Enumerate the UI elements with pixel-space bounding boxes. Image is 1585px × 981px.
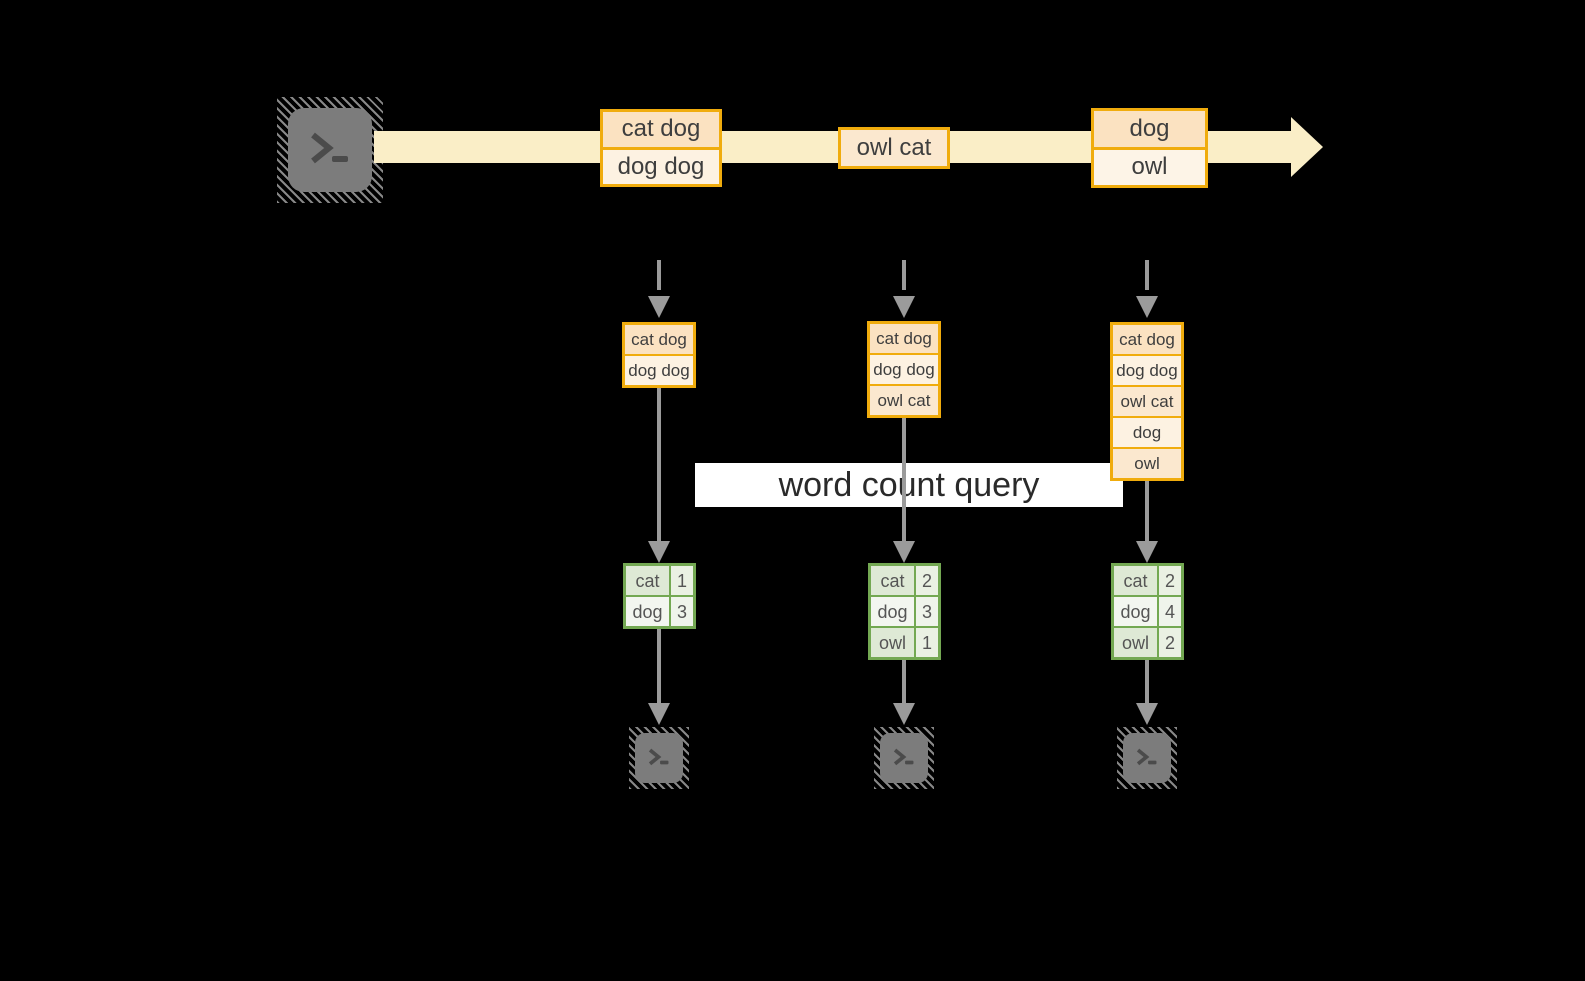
count-value-cell: 3: [671, 597, 693, 626]
count-value-cell: 1: [916, 628, 938, 657]
stream-batch-1: cat dog dog dog: [600, 109, 722, 187]
buffer-line: dog: [1113, 418, 1181, 447]
buffer-line: dog dog: [625, 356, 693, 385]
dashed-arrow-segment: [1145, 260, 1149, 290]
count-table-2: cat 2 dog 3 owl 1: [868, 563, 941, 660]
flow-arrowhead-icon: [1136, 703, 1158, 725]
count-word-cell: cat: [1114, 566, 1157, 595]
terminal-prompt-icon: [893, 748, 914, 766]
terminal-icon-body: [288, 108, 372, 192]
dashed-arrowhead-icon: [648, 296, 670, 318]
count-value-cell: 2: [1159, 628, 1181, 657]
stream-batch-line: owl: [1094, 149, 1205, 185]
stream-timeline-arrowhead: [1291, 117, 1323, 177]
flow-arrowhead-icon: [648, 703, 670, 725]
flow-line: [902, 660, 906, 703]
count-word-cell: dog: [1114, 597, 1157, 626]
terminal-prompt-icon: [311, 132, 348, 164]
dashed-arrowhead-icon: [893, 296, 915, 318]
terminal-prompt-icon: [648, 748, 669, 766]
stream-batch-3: dog owl: [1091, 108, 1208, 188]
terminal-icon-body: [1123, 733, 1171, 783]
terminal-prompt-icon: [1136, 748, 1157, 766]
stream-batch-line: dog: [1094, 111, 1205, 147]
stream-batch-line: cat dog: [603, 112, 719, 147]
count-value-cell: 4: [1159, 597, 1181, 626]
stream-batch-line: owl cat: [841, 130, 947, 166]
flow-arrowhead-icon: [893, 541, 915, 563]
buffer-line: cat dog: [870, 324, 938, 353]
dashed-arrow-segment: [657, 260, 661, 290]
count-word-cell: cat: [871, 566, 914, 595]
flow-arrowhead-icon: [1136, 541, 1158, 563]
input-buffer-2: cat dog dog dog owl cat: [867, 321, 941, 418]
count-value-cell: 2: [1159, 566, 1181, 595]
count-word-cell: dog: [626, 597, 669, 626]
buffer-line: owl cat: [1113, 387, 1181, 416]
terminal-sink-icon: [874, 727, 934, 789]
flow-arrowhead-icon: [648, 541, 670, 563]
count-word-cell: owl: [1114, 628, 1157, 657]
flow-arrowhead-icon: [893, 703, 915, 725]
flow-line: [1145, 479, 1149, 541]
query-label: word count query: [695, 463, 1123, 507]
count-table-3: cat 2 dog 4 owl 2: [1111, 563, 1184, 660]
buffer-line: owl: [1113, 449, 1181, 478]
flow-line: [657, 386, 661, 541]
flow-line: [1145, 660, 1149, 703]
terminal-icon-body: [880, 733, 928, 783]
count-word-cell: owl: [871, 628, 914, 657]
buffer-line: cat dog: [625, 325, 693, 354]
stream-batch-2: owl cat: [838, 127, 950, 169]
count-value-cell: 1: [671, 566, 693, 595]
count-word-cell: dog: [871, 597, 914, 626]
terminal-sink-icon: [1117, 727, 1177, 789]
count-table-1: cat 1 dog 3: [623, 563, 696, 629]
flow-line: [657, 629, 661, 703]
dashed-arrowhead-icon: [1136, 296, 1158, 318]
terminal-sink-icon: [629, 727, 689, 789]
input-buffer-3: cat dog dog dog owl cat dog owl: [1110, 322, 1184, 481]
buffer-line: dog dog: [870, 355, 938, 384]
count-value-cell: 3: [916, 597, 938, 626]
buffer-line: dog dog: [1113, 356, 1181, 385]
terminal-source-icon: [277, 97, 383, 203]
dashed-arrow-segment: [902, 260, 906, 290]
count-word-cell: cat: [626, 566, 669, 595]
flow-line: [902, 417, 906, 541]
input-buffer-1: cat dog dog dog: [622, 322, 696, 388]
terminal-icon-body: [635, 733, 683, 783]
buffer-line: cat dog: [1113, 325, 1181, 354]
stream-batch-line: dog dog: [603, 149, 719, 184]
count-value-cell: 2: [916, 566, 938, 595]
buffer-line: owl cat: [870, 386, 938, 415]
